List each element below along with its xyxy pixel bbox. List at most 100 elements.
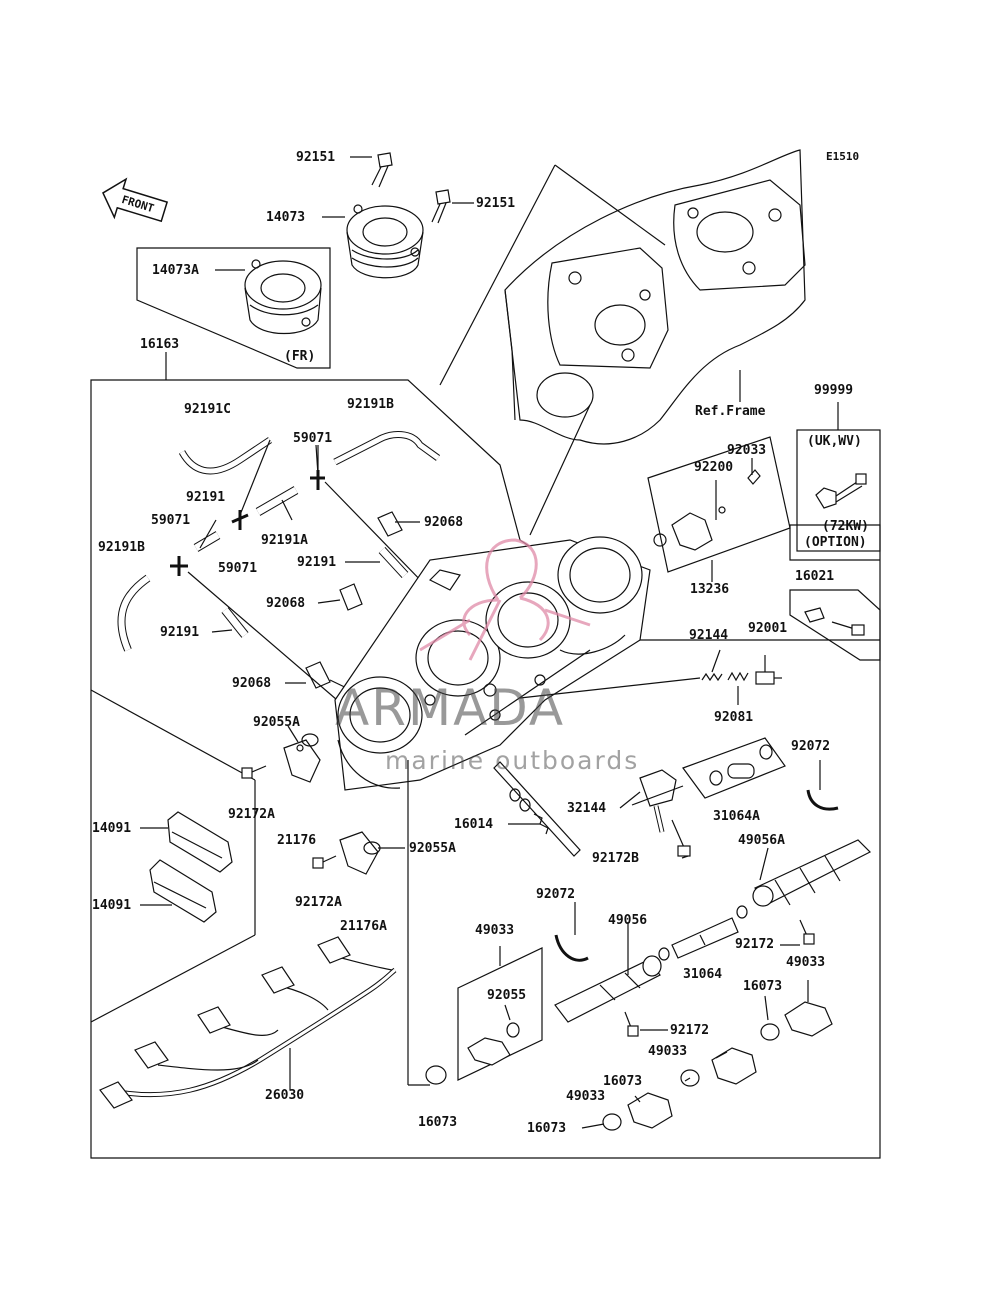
- air-funnel-14073a: [244, 259, 322, 335]
- cap-92068-icon: [377, 511, 403, 537]
- fuel-rail-49056a: [752, 839, 872, 907]
- tube-92191-c: [221, 607, 249, 638]
- tube-92191a: [255, 486, 299, 516]
- part-label-16073-c[interactable]: 16073: [603, 1074, 643, 1089]
- part-label-92068[interactable]: 92068: [424, 515, 464, 530]
- part-label-59071[interactable]: 59071: [293, 431, 333, 446]
- part-label-16163[interactable]: 16163: [140, 337, 180, 352]
- part-label-49056a[interactable]: 49056A: [738, 833, 785, 848]
- sensor-21176-icon: [283, 733, 321, 783]
- sensor-13236-box: [647, 436, 791, 573]
- part-label-92055[interactable]: 92055: [487, 988, 527, 1003]
- clip-92072-b-icon: [554, 934, 589, 962]
- fr-label: (FR): [284, 349, 316, 364]
- part-label-92001[interactable]: 92001: [748, 621, 788, 636]
- part-label-14073a[interactable]: 14073A: [152, 263, 199, 278]
- part-label-92055a-2[interactable]: 92055A: [409, 841, 456, 856]
- part-label-92172-b[interactable]: 92172: [670, 1023, 710, 1038]
- assembly-16163-boundary: [90, 379, 881, 1159]
- part-label-92191c[interactable]: 92191C: [184, 402, 231, 417]
- injector-49033-b-icon: [760, 1001, 833, 1041]
- cover-14091-icon: [167, 811, 233, 873]
- part-label-92172a[interactable]: 92172A: [228, 807, 275, 822]
- screw-16021-icon: [804, 607, 865, 636]
- injector-49033-c-icon: [680, 1047, 757, 1087]
- part-label-92172b[interactable]: 92172B: [592, 851, 639, 866]
- part-label-92191-c[interactable]: 92191: [160, 625, 200, 640]
- part-label-92033[interactable]: 92033: [727, 443, 767, 458]
- part-label-31064a[interactable]: 31064A: [713, 809, 760, 824]
- watermark-tagline: marine outboards: [385, 746, 640, 775]
- part-label-92191b[interactable]: 92191B: [347, 397, 394, 412]
- part-label-49033-c[interactable]: 49033: [648, 1044, 688, 1059]
- cap-92068-b-icon: [339, 583, 363, 611]
- part-label-99999[interactable]: 99999: [814, 383, 854, 398]
- part-label-59071-c[interactable]: 59071: [218, 561, 258, 576]
- joint-32144-icon: [639, 769, 691, 857]
- part-label-92200[interactable]: 92200: [694, 460, 734, 475]
- screw-92172a-icon: [241, 765, 267, 779]
- part-label-92172[interactable]: 92172: [735, 937, 775, 952]
- part-label-14091[interactable]: 14091: [92, 821, 132, 836]
- part-label-92191[interactable]: 92191: [186, 490, 226, 505]
- leader-lines: [140, 156, 821, 1129]
- option-region-label: (UK,WV): [807, 434, 862, 449]
- part-label-92191b-2[interactable]: 92191B: [98, 540, 145, 555]
- screw-92172-icon: [624, 1011, 639, 1037]
- spring-92081-icon: [727, 671, 749, 682]
- part-label-16073-d[interactable]: 16073: [527, 1121, 567, 1136]
- part-label-92151-b[interactable]: 92151: [476, 196, 516, 211]
- pipe-31064a-icon: [709, 744, 773, 786]
- part-label-92172a-2[interactable]: 92172A: [295, 895, 342, 910]
- part-label-92081[interactable]: 92081: [714, 710, 754, 725]
- part-label-26030[interactable]: 26030: [265, 1088, 305, 1103]
- part-label-92072-b[interactable]: 92072: [536, 887, 576, 902]
- part-label-49033[interactable]: 49033: [475, 923, 515, 938]
- bolt-92151-icon: [371, 152, 393, 188]
- part-label-31064[interactable]: 31064: [683, 967, 723, 982]
- part-label-92068-c[interactable]: 92068: [232, 676, 272, 691]
- throttle-body-assembly: [334, 536, 651, 791]
- seal-16073-icon: [425, 1065, 447, 1085]
- part-label-92191a[interactable]: 92191A: [261, 533, 308, 548]
- part-label-49033-d[interactable]: 49033: [566, 1089, 606, 1104]
- hose-92191b-top: [333, 431, 441, 466]
- wiring-harness-26030: [99, 936, 397, 1109]
- part-label-16073[interactable]: 16073: [418, 1115, 458, 1130]
- screw-92001-icon: [755, 671, 782, 685]
- part-label-49033-b[interactable]: 49033: [786, 955, 826, 970]
- part-label-49056[interactable]: 49056: [608, 913, 648, 928]
- part-label-14091-b[interactable]: 14091: [92, 898, 132, 913]
- option-note-label: (OPTION): [804, 535, 867, 550]
- part-label-14073[interactable]: 14073: [266, 210, 306, 225]
- part-label-13236[interactable]: 13236: [690, 582, 730, 597]
- sensor-21176a-icon: [339, 831, 381, 875]
- part-label-16073-b[interactable]: 16073: [743, 979, 783, 994]
- part-label-92055a[interactable]: 92055A: [253, 715, 300, 730]
- part-label-32144[interactable]: 32144: [567, 801, 607, 816]
- option-power-label: (72KW): [822, 519, 869, 534]
- cap-92068-c-icon: [305, 661, 331, 689]
- part-label-92144[interactable]: 92144: [689, 628, 729, 643]
- tube-92191-b: [378, 546, 409, 579]
- frame-outline: [504, 149, 806, 445]
- diagram-code: E1510: [826, 150, 860, 163]
- option-fitting-icon: [815, 473, 867, 509]
- screw-92172-b-icon: [799, 919, 815, 945]
- watermark-logo-icon: [419, 538, 591, 661]
- tube-92191-a: [193, 531, 221, 552]
- fuel-rail-49056: [554, 955, 662, 1023]
- air-funnel-14073: [346, 204, 424, 279]
- part-label-21176[interactable]: 21176: [277, 833, 317, 848]
- part-label-92191-b[interactable]: 92191: [297, 555, 337, 570]
- fr-variant-box: [136, 247, 331, 369]
- part-label-16021[interactable]: 16021: [795, 569, 835, 584]
- part-label-92151[interactable]: 92151: [296, 150, 336, 165]
- clip-92072-icon: [806, 789, 839, 811]
- part-label-16014[interactable]: 16014: [454, 817, 494, 832]
- joint-59071-c-icon: [231, 510, 249, 530]
- part-label-92072[interactable]: 92072: [791, 739, 831, 754]
- part-label-59071-b[interactable]: 59071: [151, 513, 191, 528]
- part-label-92068-b[interactable]: 92068: [266, 596, 306, 611]
- part-label-21176a[interactable]: 21176A: [340, 919, 387, 934]
